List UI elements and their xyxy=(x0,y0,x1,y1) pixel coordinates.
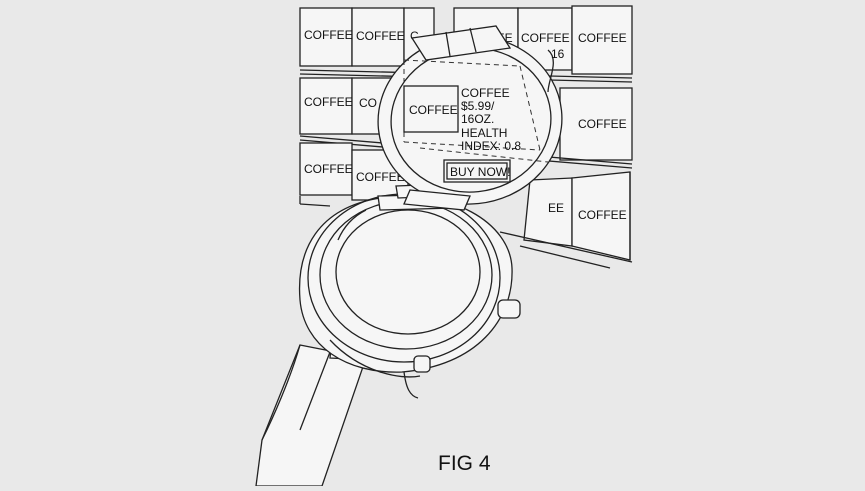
buy-now-button[interactable]: BUY NOW! xyxy=(443,159,511,183)
product-thumbnail xyxy=(403,85,459,133)
shelf-label-partial: CO xyxy=(359,96,377,110)
shelf-label: COFFEE xyxy=(304,95,353,109)
shelf-label: COFFEE xyxy=(356,170,405,184)
shelf-label: COFFEE xyxy=(521,31,570,45)
display-lid xyxy=(377,25,563,211)
shelf-label-partial: C xyxy=(410,29,419,43)
info-line: COFFEE xyxy=(461,86,510,100)
shelf-label: COFFEE xyxy=(356,29,405,43)
product-thumbnail-label: COFFEE xyxy=(409,103,458,117)
reference-numeral: 16 xyxy=(547,47,565,93)
info-line: INDEX: 0.8 xyxy=(461,139,521,153)
shelf-labels: COFFEE COFFEE C FFEE COFFEE COFFEE COFFE… xyxy=(304,28,627,222)
info-line: $5.99/ xyxy=(461,99,495,113)
info-line: HEALTH xyxy=(461,126,507,140)
figure-label: FIG 4 xyxy=(438,452,491,475)
crown-button-icon xyxy=(497,299,521,319)
shelf-label: COFFEE xyxy=(578,208,627,222)
shelf-label: COFFEE xyxy=(304,28,353,42)
shelf-label-partial: EE xyxy=(548,201,564,215)
buy-now-button-label: BUY NOW! xyxy=(450,165,510,179)
info-line: 16OZ. xyxy=(461,112,494,126)
watch-face xyxy=(335,209,481,335)
shelf-label: COFFEE xyxy=(304,162,353,176)
reference-numeral-label: 16 xyxy=(551,47,565,61)
watch-body xyxy=(298,193,521,399)
shelf-label: COFFEE xyxy=(578,117,627,131)
shelf-label: COFFEE xyxy=(578,31,627,45)
side-button-icon xyxy=(413,355,431,373)
product-info: COFFEE $5.99/ 16OZ. HEALTH INDEX: 0.8 xyxy=(461,86,521,153)
display-screen: COFFEE COFFEE $5.99/ 16OZ. HEALTH INDEX:… xyxy=(403,85,521,183)
